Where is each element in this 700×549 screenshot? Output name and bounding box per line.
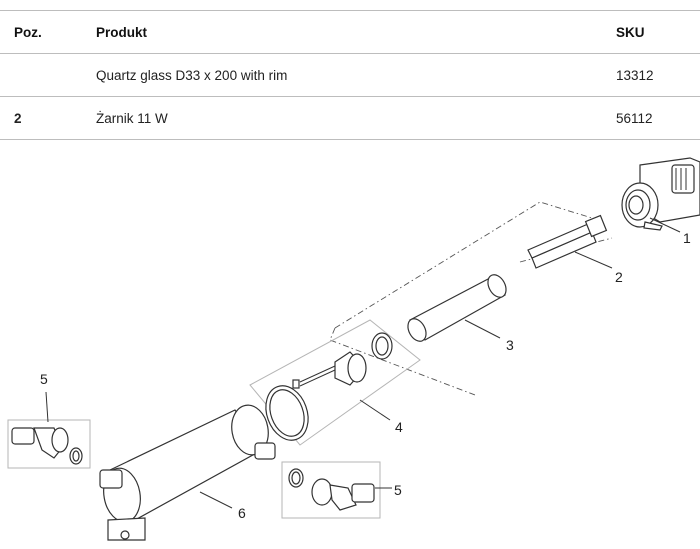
callout-4: 4 (395, 419, 403, 435)
callout-5-left: 5 (40, 371, 48, 387)
row-product: Żarnik 11 W (96, 110, 168, 126)
leader-lines (45, 217, 681, 509)
header-product: Produkt (96, 24, 148, 40)
lamp-head-part (621, 157, 700, 231)
callout-3: 3 (506, 337, 514, 353)
parts-table: Poz. Produkt SKU Quartz glass D33 x 200 … (0, 10, 700, 140)
row-sku: 56112 (616, 110, 653, 126)
table-header-row: Poz. Produkt SKU (0, 10, 700, 54)
hose-connector-right (281, 461, 381, 519)
callout-1: 1 (683, 230, 691, 246)
row-product: Quartz glass D33 x 200 with rim (96, 67, 288, 83)
callout-2: 2 (615, 269, 623, 285)
header-sku: SKU (616, 24, 645, 40)
hose-connector-left (7, 419, 91, 469)
row-sku: 13312 (616, 67, 654, 83)
table-row: 2 Żarnik 11 W 56112 (0, 96, 700, 140)
row-position: 2 (14, 110, 22, 126)
header-position: Poz. (14, 24, 42, 40)
table-row: Quartz glass D33 x 200 with rim 13312 (0, 53, 700, 97)
callout-5-right: 5 (394, 482, 402, 498)
seal-set-part (249, 319, 421, 446)
uv-lamp-part (527, 214, 608, 269)
row-position (0, 54, 96, 97)
quartz-glass-part (407, 274, 507, 342)
housing-part (99, 404, 276, 541)
callout-6: 6 (238, 505, 246, 521)
exploded-parts-diagram: 1 2 3 4 5 5 6 (7, 157, 700, 541)
